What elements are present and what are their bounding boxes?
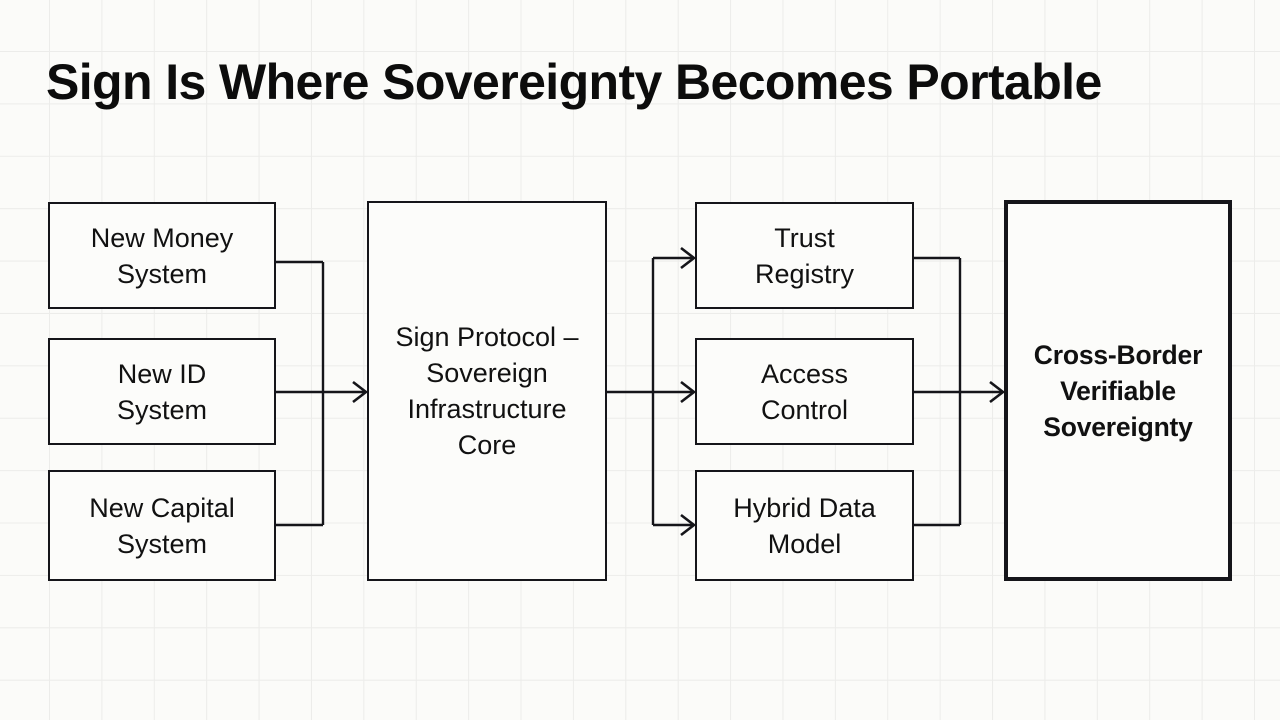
arrowhead-into-access-control [680, 380, 697, 404]
node-label: Sign Protocol – Sovereign Infrastructure… [395, 322, 579, 460]
arrowhead-into-outcome [989, 380, 1006, 404]
node-cross-border-verifiable-sovereignty[interactable]: Cross-Border Verifiable Sovereignty [1004, 200, 1232, 581]
node-label: Trust Registry [754, 222, 855, 289]
node-new-id-system[interactable]: New ID System [48, 338, 276, 445]
node-new-money-system[interactable]: New Money System [48, 202, 276, 309]
node-trust-registry[interactable]: Trust Registry [695, 202, 914, 309]
node-label: Access Control [760, 358, 849, 425]
arrowhead-into-hybrid-data-model [680, 513, 697, 537]
node-label: New ID System [116, 358, 208, 425]
node-label: Hybrid Data Model [733, 492, 876, 559]
node-sign-protocol-core[interactable]: Sign Protocol – Sovereign Infrastructure… [367, 201, 607, 581]
node-label: Cross-Border Verifiable Sovereignty [1033, 339, 1203, 442]
node-label: New Capital System [89, 492, 235, 559]
node-hybrid-data-model[interactable]: Hybrid Data Model [695, 470, 914, 581]
node-access-control[interactable]: Access Control [695, 338, 914, 445]
arrowhead-into-trust-registry [680, 246, 697, 270]
page-title: Sign Is Where Sovereignty Becomes Portab… [46, 54, 1102, 110]
node-label: New Money System [90, 222, 234, 289]
node-new-capital-system[interactable]: New Capital System [48, 470, 276, 581]
arrowhead-into-core [352, 380, 369, 404]
